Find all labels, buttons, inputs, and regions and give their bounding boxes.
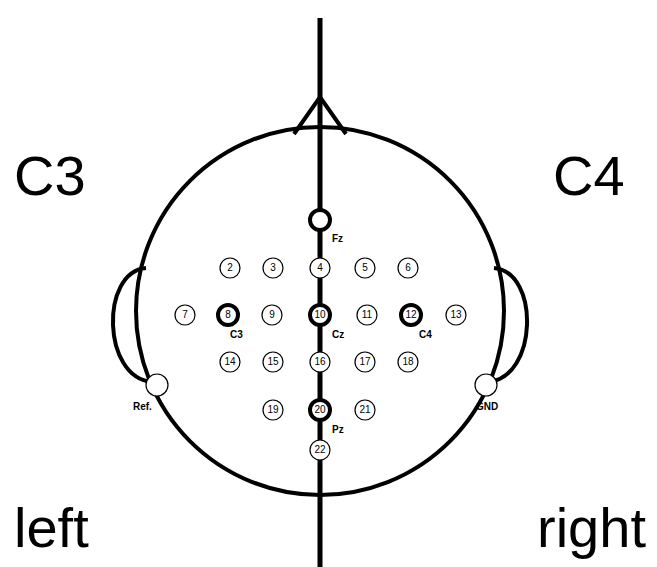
electrode-number: 10 — [314, 310, 325, 320]
electrode: 21 — [354, 399, 376, 421]
electrode: 9 — [261, 304, 283, 326]
electrode-circle — [475, 374, 497, 396]
midline — [318, 18, 323, 567]
electrode: 6 — [397, 257, 419, 279]
electrode: 5 — [354, 257, 376, 279]
electrode-circle — [220, 258, 240, 278]
electrode-number: 12 — [405, 310, 416, 320]
electrode-label: Fz — [332, 234, 343, 244]
electrode-circle — [355, 400, 375, 420]
electrode-number: 2 — [227, 263, 233, 273]
electrode: 19 — [262, 399, 284, 421]
electrode: 10Cz — [308, 303, 332, 327]
electrode-number: 8 — [225, 310, 231, 320]
electrode-circle — [310, 440, 330, 460]
electrode-circle — [310, 258, 330, 278]
electrode: 11 — [356, 304, 378, 326]
electrode-number: 3 — [270, 263, 276, 273]
channel-label: C4 — [553, 148, 625, 204]
electrode: 3 — [262, 257, 284, 279]
electrode: 20Pz — [308, 398, 332, 422]
electrode-number: 6 — [405, 263, 411, 273]
electrode-number: 16 — [314, 357, 325, 367]
electrode-circle — [310, 400, 330, 420]
electrode-ring — [145, 373, 169, 397]
electrode-circle — [401, 305, 421, 325]
electrode: Ref. — [145, 373, 169, 397]
electrode-circle — [355, 258, 375, 278]
electrode: 7 — [174, 304, 196, 326]
electrode-number: 21 — [359, 405, 370, 415]
electrode: 12C4 — [399, 303, 423, 327]
electrode-number: 15 — [267, 357, 278, 367]
electrode-label: Cz — [332, 330, 344, 340]
electrode: 16 — [309, 351, 331, 373]
side-label: left — [14, 500, 89, 556]
electrode: 18 — [397, 351, 419, 373]
electrode-number: 20 — [314, 405, 325, 415]
electrode-circle — [310, 352, 330, 372]
electrode-number: 7 — [182, 310, 188, 320]
electrode-number: 14 — [224, 357, 235, 367]
electrode-circle — [220, 352, 240, 372]
electrode-circle — [263, 400, 283, 420]
electrode-number: 13 — [450, 310, 461, 320]
electrode-circle — [310, 305, 330, 325]
electrode: 8C3 — [216, 303, 240, 327]
electrode-label: GND — [476, 402, 498, 412]
electrode: Fz — [308, 208, 332, 232]
electrode: 15 — [262, 351, 284, 373]
electrode: GND — [474, 373, 498, 397]
electrode-circle — [218, 305, 238, 325]
electrode: 17 — [354, 351, 376, 373]
electrode: 2 — [219, 257, 241, 279]
electrode-label: Pz — [332, 425, 344, 435]
electrode-number: 17 — [359, 357, 370, 367]
electrode: 22 — [309, 439, 331, 461]
electrode-number: 9 — [269, 310, 275, 320]
electrode: 4 — [309, 257, 331, 279]
electrode-circle — [398, 352, 418, 372]
electrode-number: 4 — [317, 263, 323, 273]
electrode-label: Ref. — [133, 402, 152, 412]
electrode-circle — [355, 352, 375, 372]
electrode-ring — [308, 208, 332, 232]
electrode-circle — [262, 305, 282, 325]
electrode-number: 11 — [362, 310, 372, 320]
electrode: 13 — [445, 304, 467, 326]
electrode-circle — [398, 258, 418, 278]
electrode-circle — [263, 258, 283, 278]
electrode-number: 22 — [314, 445, 325, 455]
channel-label: C3 — [14, 148, 86, 204]
electrode-label: C3 — [230, 330, 243, 340]
electrode-number: 18 — [402, 357, 413, 367]
electrode-ring — [474, 373, 498, 397]
electrode-label: C4 — [419, 330, 432, 340]
electrode-circle — [263, 352, 283, 372]
electrode-number: 5 — [362, 263, 368, 273]
electrode-circle — [175, 305, 195, 325]
electrode-circle — [446, 305, 466, 325]
electrode-circle — [310, 210, 330, 230]
electrode: 14 — [219, 351, 241, 373]
electrode-circle — [146, 374, 168, 396]
electrode-number: 19 — [267, 405, 278, 415]
side-label: right — [537, 500, 646, 556]
electrode-circle — [357, 305, 377, 325]
